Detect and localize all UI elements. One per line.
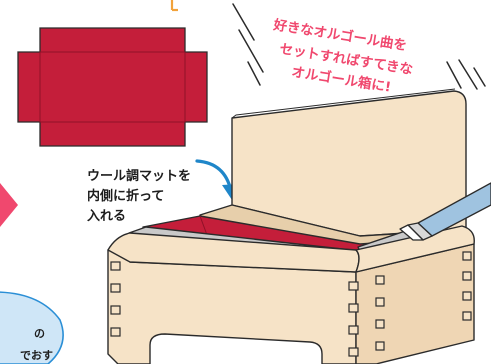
box-finger-joints: [110, 251, 472, 357]
wooden-box-icon: [107, 88, 475, 364]
wool-mat-icon: [17, 27, 208, 147]
pink-arrow-shape: [0, 183, 18, 227]
headline: 好きなオルゴール曲を セットすればすてきな オルゴール箱に!: [270, 15, 416, 98]
bubble-line-2: でおす: [20, 349, 53, 362]
partial-speech-bubble: の でおす: [0, 291, 64, 364]
glue-pen-icon: [399, 182, 491, 241]
mat-caption: ウール調マットを 内側に折って 入れる: [87, 168, 191, 224]
caption-line-1: ウール調マットを: [87, 168, 191, 184]
caption-line-3: 入れる: [87, 209, 126, 224]
headline-accent-strokes: [232, 3, 486, 90]
caption-line-2: 内側に折って: [87, 188, 164, 204]
orange-connector-line: [170, 0, 178, 12]
bubble-line-1: の: [34, 327, 45, 340]
